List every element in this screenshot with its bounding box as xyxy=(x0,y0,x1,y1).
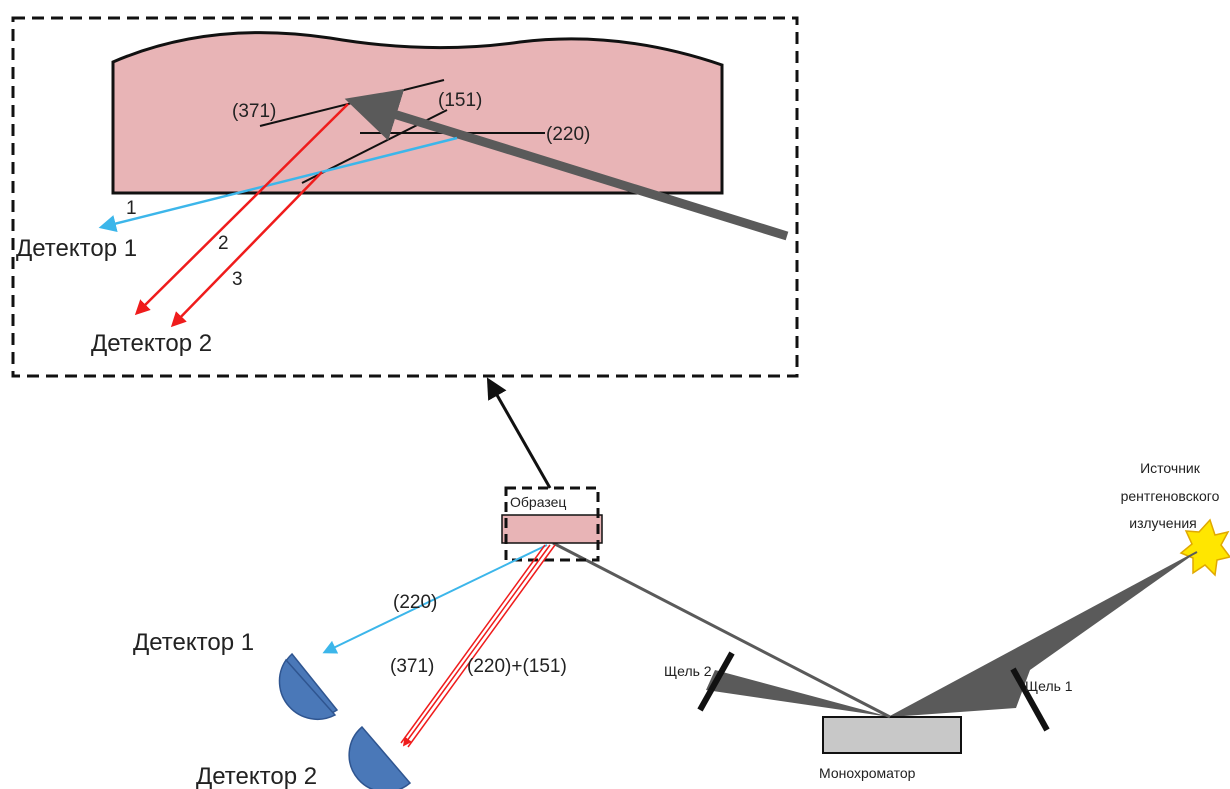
detector-2-label: Детектор 2 xyxy=(196,763,317,789)
detector-1-label: Детектор 1 xyxy=(133,629,254,656)
slit-1-label: Щель 1 xyxy=(1025,678,1073,694)
xray-source-icon xyxy=(1179,518,1230,577)
monochromator-block xyxy=(822,716,962,754)
beam-to-detector-2-b xyxy=(402,544,551,747)
beam-371-label: (371) xyxy=(390,656,434,677)
inset-detector-2-label: Детектор 2 xyxy=(91,330,212,357)
beam-to-detector-2-c xyxy=(407,544,556,748)
source-label-line1: Источник xyxy=(1140,460,1201,476)
beam-source-to-mono-edge xyxy=(889,551,1198,718)
beam-mono-to-sample xyxy=(706,670,890,717)
monochromator-label: Монохроматор xyxy=(819,765,916,781)
beam-to-detector-2-a xyxy=(400,544,546,744)
source-label-line2: рентгеновского xyxy=(1121,488,1220,504)
sample-block xyxy=(501,514,603,544)
detector-2-icon xyxy=(348,725,412,789)
sample-zoom-frame xyxy=(504,486,600,562)
inset-frame xyxy=(11,16,799,378)
slit-2-label: Щель 2 xyxy=(664,663,712,679)
label-ray-3: 3 xyxy=(232,269,243,290)
label-plane-220: (220) xyxy=(546,124,590,145)
sample-label: Образец xyxy=(510,494,566,510)
label-ray-2: 2 xyxy=(218,233,229,254)
beam-220-label: (220) xyxy=(393,592,437,613)
inset-primary-beam xyxy=(344,89,789,241)
inset-detector-1-label: Детектор 1 xyxy=(16,235,137,262)
beam-220-to-detector-1 xyxy=(322,544,548,654)
slit-1-icon xyxy=(1010,667,1050,732)
label-plane-371: (371) xyxy=(232,101,276,122)
detector-1-body xyxy=(278,658,337,720)
beam-mono-to-sample-line xyxy=(552,541,891,719)
zoom-pointer-arrow xyxy=(486,377,552,489)
inset-ray-1 xyxy=(98,136,458,233)
source-label-line3: излучения xyxy=(1129,515,1196,531)
slit-2-icon xyxy=(697,651,735,712)
inset-ray-2 xyxy=(134,103,349,316)
label-ray-1: 1 xyxy=(126,198,137,219)
inset-sample-body xyxy=(111,31,724,195)
label-plane-151: (151) xyxy=(438,90,482,111)
beam-220-151-label: (220)+(151) xyxy=(467,656,567,677)
inset-ray-3 xyxy=(170,171,323,328)
